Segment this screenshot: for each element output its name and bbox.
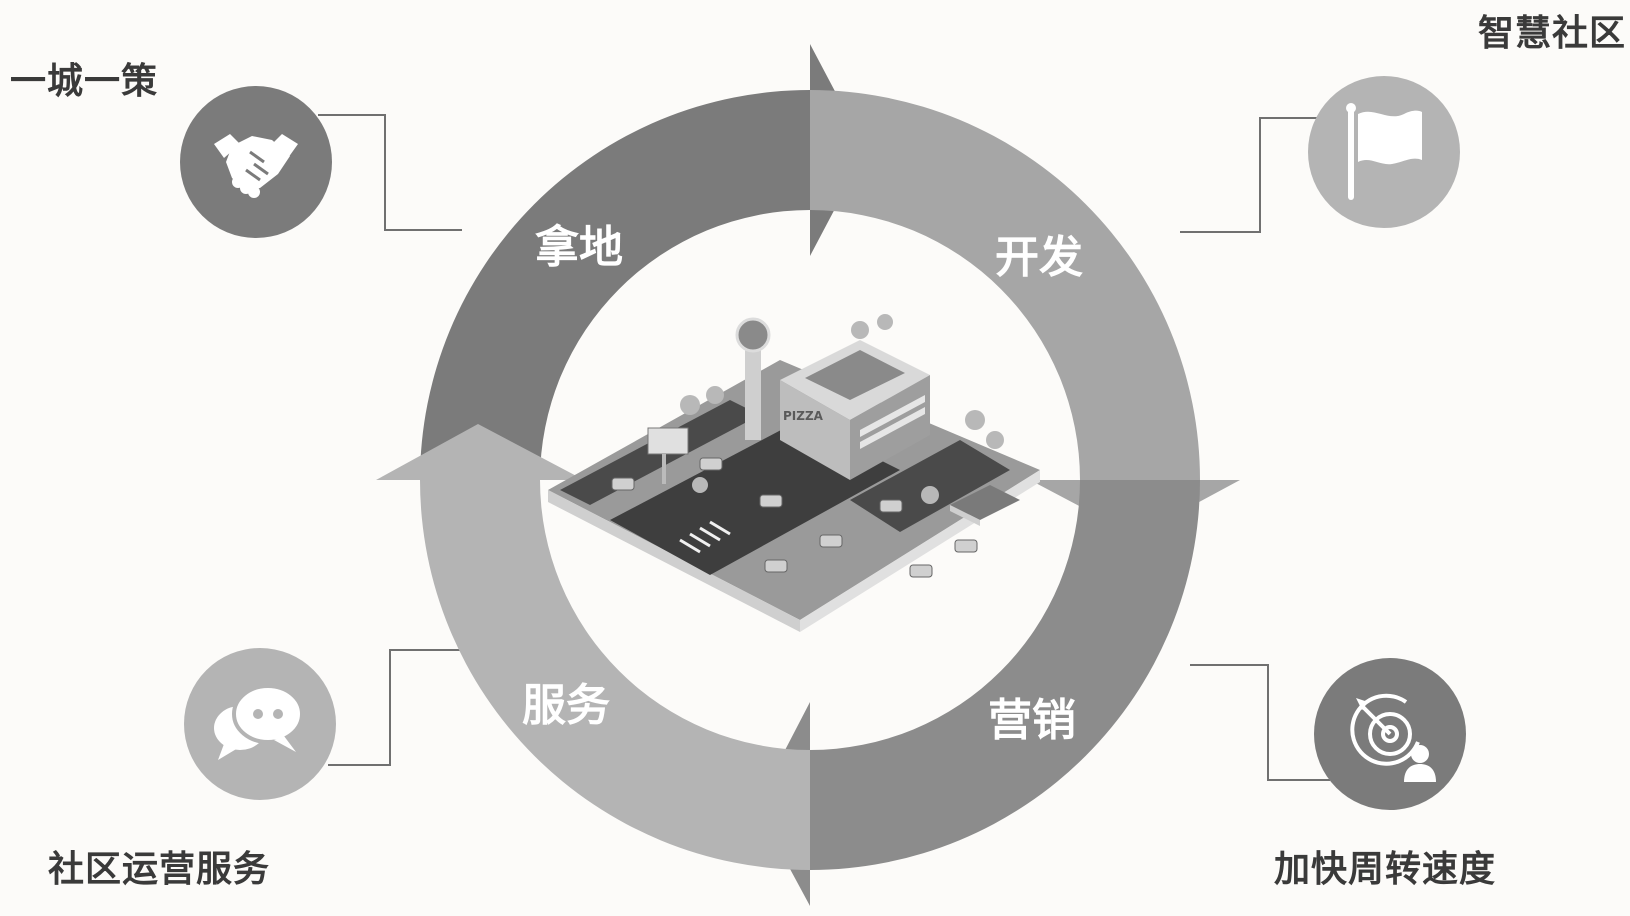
connector-lines xyxy=(318,114,1330,781)
cycle-label-marketing: 营销 xyxy=(988,695,1076,746)
pizza-sign-text: PIZZA xyxy=(783,409,824,423)
segment-marketing xyxy=(756,480,1200,906)
flag-icon xyxy=(1308,76,1460,228)
chat-bubbles-icon xyxy=(184,648,336,800)
handshake-circle xyxy=(180,86,332,238)
segment-development xyxy=(810,90,1240,536)
isometric-pizza-shop-illustration: PIZZA xyxy=(548,314,1040,632)
segment-acquire-land xyxy=(420,44,866,480)
label-speed-up-turnover: 加快周转速度 xyxy=(1274,849,1497,890)
connector-bottom-right xyxy=(1190,664,1330,781)
flag-circle xyxy=(1308,76,1460,228)
cycle-label-acquire-land: 拿地 xyxy=(535,222,623,273)
connector-top-right xyxy=(1180,117,1320,233)
target-person-icon xyxy=(1314,658,1466,810)
chat-circle xyxy=(184,648,336,800)
segment-service xyxy=(376,424,810,870)
connector-top-left xyxy=(318,114,462,231)
handshake-icon xyxy=(180,86,332,238)
cycle-label-service: 服务 xyxy=(522,680,610,731)
label-community-operation-service: 社区运营服务 xyxy=(48,849,271,890)
cycle-label-development: 开发 xyxy=(995,232,1083,283)
connector-bottom-left xyxy=(328,649,462,766)
target-circle xyxy=(1314,658,1466,810)
label-smart-community: 智慧社区 xyxy=(1478,13,1627,54)
label-one-city-one-policy: 一城一策 xyxy=(10,61,159,102)
